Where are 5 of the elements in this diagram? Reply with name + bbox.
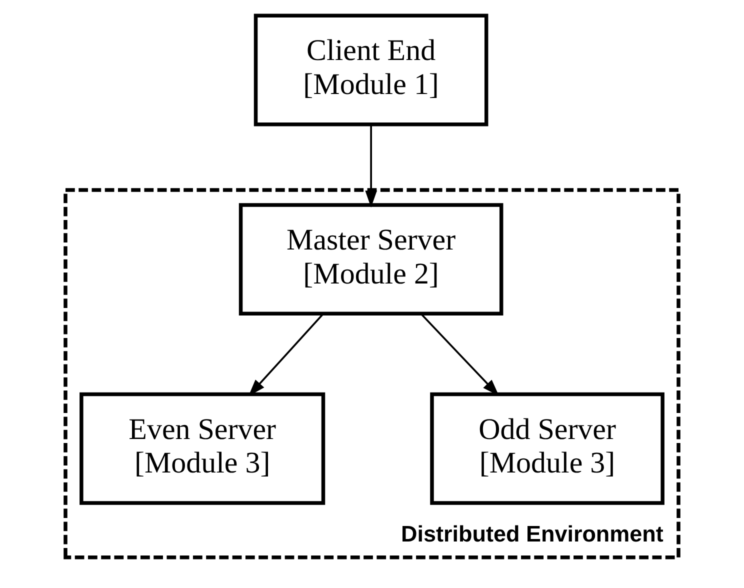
node-box: Master Server [Module 2] bbox=[238, 203, 504, 316]
node-box: Odd Server [Module 3] bbox=[430, 392, 664, 505]
arrow bbox=[365, 124, 377, 208]
node-box: Even Server [Module 3] bbox=[80, 392, 326, 505]
node-box: Client End [Module 1] bbox=[254, 14, 488, 126]
